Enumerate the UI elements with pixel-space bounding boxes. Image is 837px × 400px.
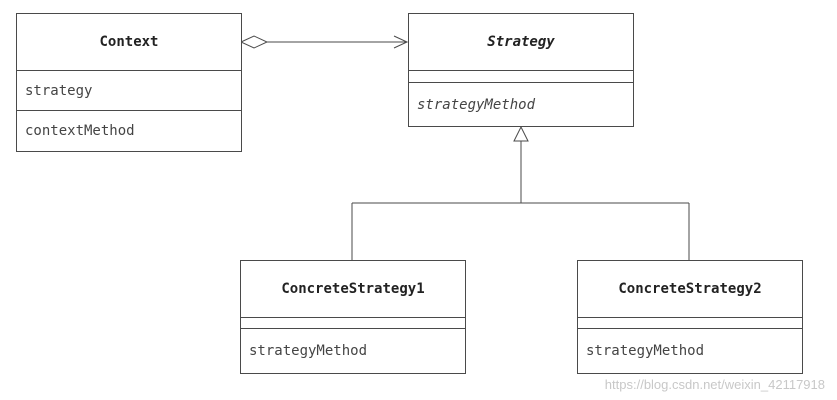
strategy-interface: Strategy strategyMethod (408, 13, 634, 127)
concrete-strategy-1-name: ConcreteStrategy1 (241, 261, 465, 318)
strategy-method: strategyMethod (409, 82, 633, 126)
concrete-strategy-2-attribute (578, 318, 802, 328)
aggregation-diamond (239, 35, 269, 49)
concrete-strategy-1-class: ConcreteStrategy1 strategyMethod (240, 260, 466, 374)
context-method: contextMethod (17, 110, 241, 151)
concrete-strategy-2-class: ConcreteStrategy2 strategyMethod (577, 260, 803, 374)
concrete-strategy-2-name: ConcreteStrategy2 (578, 261, 802, 318)
source-watermark: https://blog.csdn.net/weixin_42117918 (604, 377, 825, 392)
concrete-strategy-2-method: strategyMethod (578, 328, 802, 373)
inheritance-triangle (513, 125, 529, 142)
strategy-attribute (409, 71, 633, 82)
context-class-name: Context (17, 14, 241, 71)
strategy-interface-name: Strategy (409, 14, 633, 71)
context-class: Context strategy contextMethod (16, 13, 242, 152)
open-arrowhead (393, 35, 409, 49)
concrete-strategy-1-method: strategyMethod (241, 328, 465, 373)
concrete-strategy-1-attribute (241, 318, 465, 328)
context-attribute: strategy (25, 82, 93, 99)
